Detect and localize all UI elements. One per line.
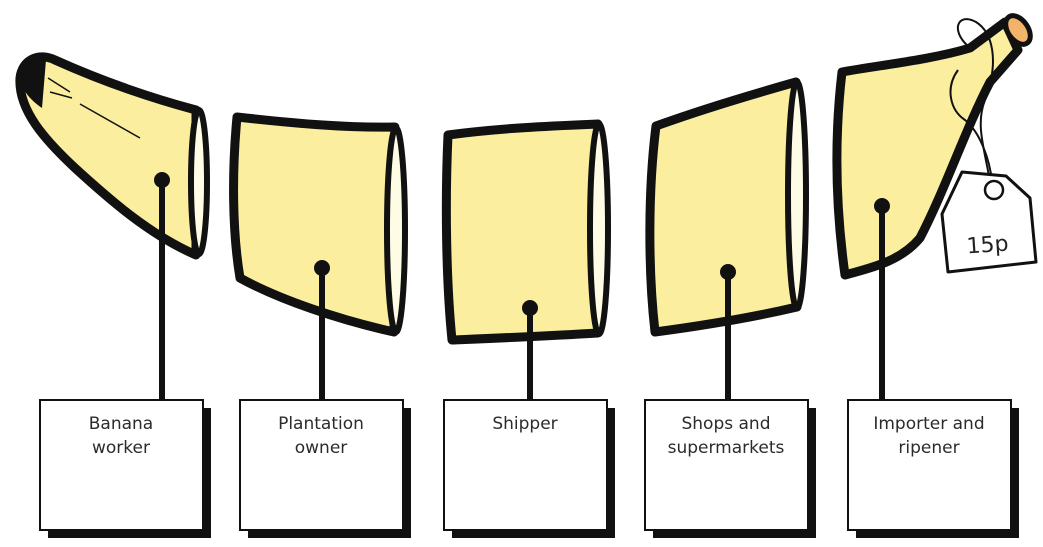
- banana-piece-shops: [650, 82, 797, 332]
- label-worker-line-1: Banana: [89, 414, 153, 434]
- label-shops-line-2: supermarkets: [668, 438, 785, 458]
- segment-shops: [650, 82, 806, 406]
- label-shops-line-1: Shops and: [681, 414, 770, 434]
- label-plantation-line-1: Plantation: [278, 414, 364, 434]
- connector-dot-plantation: [314, 260, 330, 276]
- connector-dot-shops: [720, 264, 736, 280]
- label-plantation-line-2: owner: [295, 438, 348, 458]
- label-worker-line-2: worker: [92, 438, 150, 458]
- price-tag-hole: [985, 181, 1003, 199]
- cut-face-shops: [788, 82, 806, 308]
- cut-face-plantation: [387, 128, 405, 332]
- connector-dot-shipper: [522, 300, 538, 316]
- price-tag-text: 15p: [966, 232, 1010, 260]
- price-tag: 15p: [942, 172, 1036, 272]
- segment-importer: 15p: [837, 11, 1036, 406]
- label-box-plantation: Plantation owner: [240, 400, 411, 538]
- label-importer-line-2: ripener: [898, 438, 959, 458]
- segment-plantation-owner: [234, 117, 405, 406]
- label-shipper-line-1: Shipper: [492, 414, 557, 434]
- label-box-shops: Shops and supermarkets: [645, 400, 816, 538]
- label-importer-line-1: Importer and: [873, 414, 984, 434]
- label-box-shipper: Shipper: [444, 400, 615, 538]
- banana-piece-plantation: [234, 117, 395, 332]
- label-box-worker: Banana worker: [40, 400, 211, 538]
- cut-face-worker: [191, 110, 207, 254]
- connector-dot-importer: [874, 198, 890, 214]
- cut-face-shipper: [590, 124, 608, 334]
- segment-banana-worker: [20, 57, 207, 406]
- banana-piece-worker: [20, 57, 196, 255]
- segment-shipper: [446, 124, 608, 406]
- connector-dot-worker: [154, 172, 170, 188]
- label-box-importer: Importer and ripener: [848, 400, 1019, 538]
